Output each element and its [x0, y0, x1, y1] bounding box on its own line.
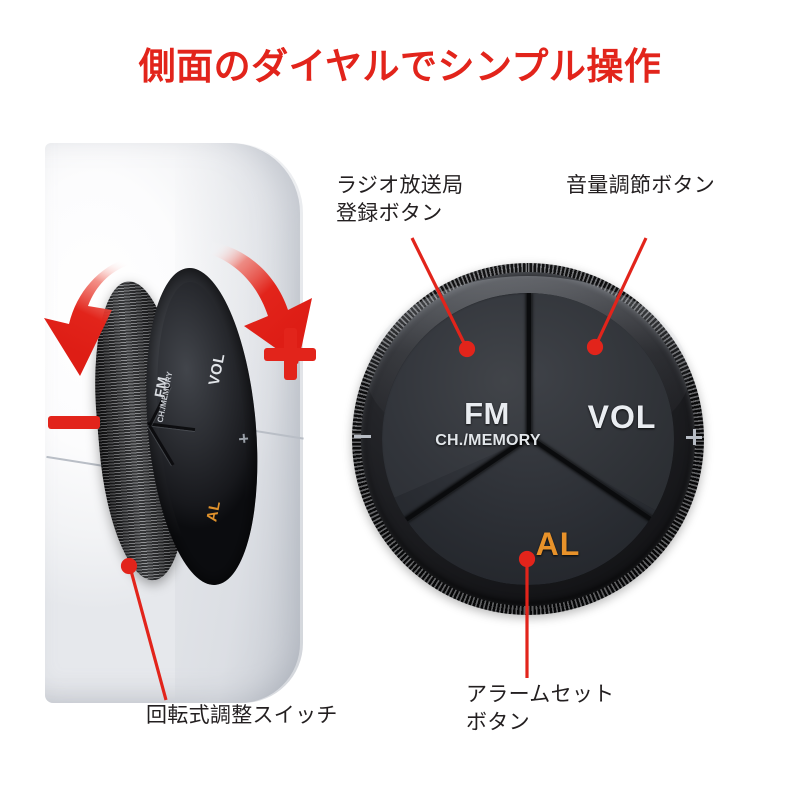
label-ch-memory: CH./MEMORY [435, 432, 541, 449]
callout-alarm-set: アラームセット ボタン [466, 683, 615, 734]
increase-plus-sign [264, 328, 316, 380]
dial-minus-mark-icon [354, 435, 371, 438]
button-divider-top [527, 293, 531, 441]
callout-fm-memory: ラジオ放送局 登録ボタン [336, 174, 464, 225]
dial-enlarged-diagram[interactable]: FM CH./MEMORY VOL AL [352, 263, 704, 615]
page-title: 側面のダイヤルでシンプル操作 [138, 46, 662, 87]
callout-volume: 音量調節ボタン [566, 174, 716, 197]
decrease-minus-sign [48, 416, 100, 429]
dial-button-face: FM CH./MEMORY VOL AL [382, 293, 674, 585]
label-vol: VOL [587, 399, 657, 435]
photo-dial-plus-mark-icon [239, 434, 249, 444]
label-fm: FM [464, 396, 510, 431]
callout-rotary-switch: 回転式調整スイッチ [146, 704, 338, 727]
rotary-dial-perspective[interactable]: FM CH./MEMORY VOL AL [84, 263, 270, 596]
label-al: AL [535, 526, 581, 562]
dial-plus-mark-icon [686, 429, 702, 445]
